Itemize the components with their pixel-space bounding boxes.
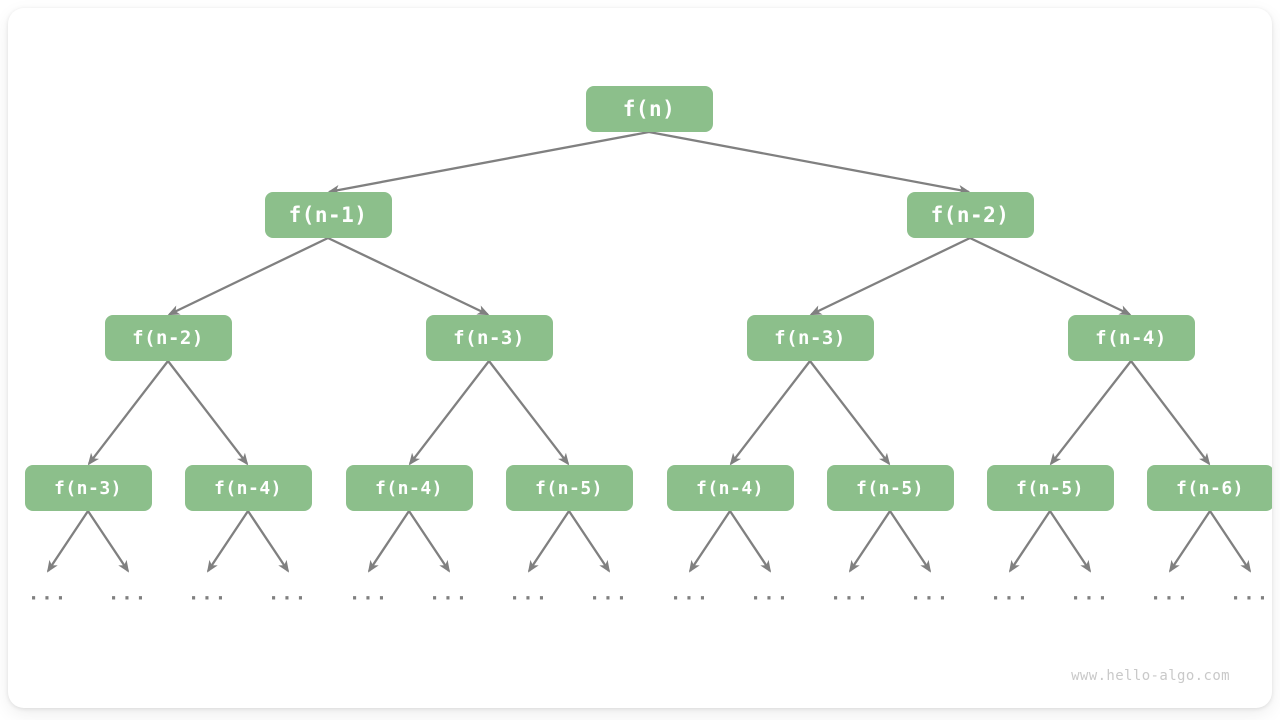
ellipsis-marker: ... [428, 582, 470, 605]
ellipsis-marker: ... [829, 582, 871, 605]
tree-edge [969, 236, 1132, 316]
tree-node-l0n0[interactable]: f(n) [585, 86, 713, 132]
tree-edge-stub [889, 510, 932, 573]
tree-edge [488, 360, 570, 466]
ellipsis-marker: ... [909, 582, 951, 605]
tree-node-l1n0[interactable]: f(n-1) [264, 192, 392, 238]
tree-node-l3n3[interactable]: f(n-5) [505, 465, 633, 511]
tree-edge [167, 360, 249, 466]
tree-edge-stub [1008, 510, 1051, 573]
tree-edge [87, 360, 169, 466]
tree-edge [809, 236, 971, 316]
tree-edge-stub [527, 510, 570, 573]
ellipsis-marker: ... [1149, 582, 1191, 605]
tree-node-l2n0[interactable]: f(n-2) [104, 315, 232, 361]
tree-edge-stub [247, 510, 290, 573]
tree-edge [167, 236, 329, 316]
tree-edge-stub [1168, 510, 1211, 573]
ellipsis-marker: ... [669, 582, 711, 605]
tree-edge [1130, 360, 1211, 466]
tree-edge-stub [206, 510, 249, 573]
tree-node-l3n6[interactable]: f(n-5) [986, 465, 1114, 511]
tree-edge-stub [46, 510, 89, 573]
tree-node-l3n7[interactable]: f(n-6) [1146, 465, 1272, 511]
tree-edge [327, 236, 490, 316]
tree-edge-stub [1049, 510, 1092, 573]
tree-node-l3n5[interactable]: f(n-5) [826, 465, 954, 511]
tree-edge [648, 130, 971, 195]
ellipsis-marker: ... [1229, 582, 1271, 605]
ellipsis-marker: ... [1069, 582, 1111, 605]
ellipsis-marker: ... [588, 582, 630, 605]
tree-node-l3n1[interactable]: f(n-4) [184, 465, 312, 511]
tree-node-l2n2[interactable]: f(n-3) [746, 315, 874, 361]
ellipsis-marker: ... [107, 582, 149, 605]
tree-edge-stub [1209, 510, 1252, 573]
tree-edge [327, 130, 650, 195]
tree-node-l2n1[interactable]: f(n-3) [425, 315, 553, 361]
tree-edge-stub [568, 510, 611, 573]
tree-edge-stub [408, 510, 451, 573]
tree-edge [408, 360, 490, 466]
tree-node-l3n4[interactable]: f(n-4) [666, 465, 794, 511]
ellipsis-marker: ... [27, 582, 69, 605]
ellipsis-marker: ... [348, 582, 390, 605]
diagram-card: f(n) f(n-1) f(n-2) f(n-2) f(n-3) f(n-3) f(n-4)… [8, 8, 1272, 708]
tree-edge-stub [87, 510, 130, 573]
tree-node-l2n3[interactable]: f(n-4) [1067, 315, 1195, 361]
ellipsis-marker: ... [749, 582, 791, 605]
tree-edge [809, 360, 891, 466]
ellipsis-marker: ... [187, 582, 229, 605]
ellipsis-marker: ... [508, 582, 550, 605]
tree-edge-stub [729, 510, 772, 573]
watermark-text: www.hello-algo.com [1071, 668, 1230, 684]
tree-edge [729, 360, 811, 466]
tree-edge-stub [688, 510, 731, 573]
ellipsis-marker: ... [989, 582, 1031, 605]
tree-edge-stub [848, 510, 891, 573]
tree-edge [1049, 360, 1132, 466]
tree-edge-stub [367, 510, 410, 573]
tree-node-l3n2[interactable]: f(n-4) [345, 465, 473, 511]
ellipsis-marker: ... [267, 582, 309, 605]
tree-node-l3n0[interactable]: f(n-3) [24, 465, 152, 511]
tree-node-l1n1[interactable]: f(n-2) [906, 192, 1034, 238]
